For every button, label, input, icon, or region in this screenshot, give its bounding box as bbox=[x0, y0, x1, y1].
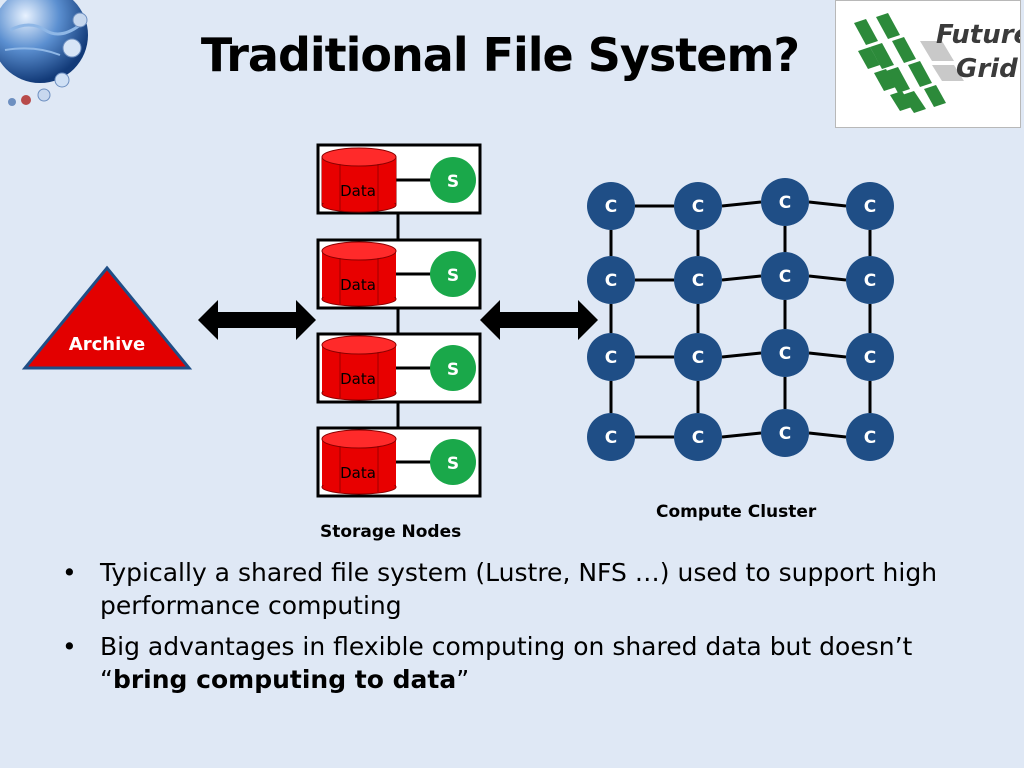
data-label: Data bbox=[340, 464, 376, 482]
compute-node bbox=[674, 182, 722, 230]
cluster-link bbox=[808, 274, 847, 282]
compute-node bbox=[761, 178, 809, 226]
server-label: S bbox=[447, 454, 459, 474]
cluster-link bbox=[721, 274, 762, 282]
cluster-link bbox=[721, 200, 762, 208]
data-cylinder-icon bbox=[321, 147, 397, 213]
compute-cluster-caption: Compute Cluster bbox=[656, 502, 817, 522]
compute-node bbox=[674, 333, 722, 381]
globe-decoration-icon bbox=[0, 0, 88, 106]
compute-node bbox=[587, 333, 635, 381]
cluster-link bbox=[721, 431, 762, 439]
compute-node-label: C bbox=[864, 428, 876, 448]
compute-node-label: C bbox=[605, 271, 617, 291]
data-cylinder-icon bbox=[321, 335, 397, 401]
cluster-link bbox=[808, 200, 847, 208]
cluster-link bbox=[721, 351, 762, 359]
compute-node-label: C bbox=[779, 344, 791, 364]
bullet-dot-icon: • bbox=[62, 632, 77, 661]
compute-node-label: C bbox=[692, 271, 704, 291]
compute-node bbox=[846, 333, 894, 381]
compute-node bbox=[587, 182, 635, 230]
compute-node-label: C bbox=[864, 271, 876, 291]
storage-compute-arrow-icon bbox=[480, 300, 598, 340]
server-label: S bbox=[447, 266, 459, 286]
grid-logo-icon: Future Grid bbox=[854, 13, 1024, 113]
storage-nodes: Data S Data S bbox=[316, 143, 482, 498]
compute-node-label: C bbox=[864, 348, 876, 368]
page-title: Traditional File System? bbox=[200, 28, 800, 82]
bullet-item: • Typically a shared file system (Lustre… bbox=[60, 556, 960, 622]
logo-text-grid: Grid bbox=[956, 54, 1018, 84]
bullet-text-pre: Big advantages in flexible computing on … bbox=[100, 632, 913, 694]
archive-node: Archive bbox=[21, 265, 193, 370]
bullet-text-bold: bring computing to data bbox=[112, 665, 457, 694]
compute-node bbox=[846, 413, 894, 461]
compute-node bbox=[846, 256, 894, 304]
storage-nodes-caption: Storage Nodes bbox=[320, 522, 462, 542]
compute-node bbox=[846, 182, 894, 230]
bullet-text-post: ” bbox=[456, 665, 470, 694]
compute-node bbox=[761, 329, 809, 377]
compute-node-label: C bbox=[779, 424, 791, 444]
compute-node-label: C bbox=[692, 197, 704, 217]
storage-node: Data S bbox=[316, 143, 482, 215]
futuregrid-logo: Future Grid bbox=[835, 0, 1024, 128]
compute-node-label: C bbox=[605, 348, 617, 368]
compute-node bbox=[674, 413, 722, 461]
bullet-dot-icon: • bbox=[62, 558, 77, 587]
data-cylinder-icon bbox=[321, 241, 397, 307]
data-label: Data bbox=[340, 182, 376, 200]
server-label: S bbox=[447, 360, 459, 380]
compute-node bbox=[761, 252, 809, 300]
bullet-text: Typically a shared file system (Lustre, … bbox=[100, 558, 938, 620]
compute-node bbox=[761, 409, 809, 457]
data-label: Data bbox=[340, 370, 376, 388]
bullet-list: • Typically a shared file system (Lustre… bbox=[60, 556, 960, 704]
compute-node-label: C bbox=[692, 428, 704, 448]
compute-node-label: C bbox=[692, 348, 704, 368]
data-cylinder-icon bbox=[321, 429, 397, 495]
compute-cluster: C C C C C C C C C C C C C C C C bbox=[587, 178, 894, 461]
compute-node-label: C bbox=[779, 267, 791, 287]
cluster-link bbox=[808, 431, 847, 439]
server-label: S bbox=[447, 172, 459, 192]
architecture-diagram: Archive bbox=[21, 143, 894, 498]
data-label: Data bbox=[340, 276, 376, 294]
compute-node-label: C bbox=[864, 197, 876, 217]
compute-node bbox=[587, 256, 635, 304]
compute-node-label: C bbox=[779, 193, 791, 213]
archive-label: Archive bbox=[69, 334, 145, 355]
storage-node: Data S bbox=[316, 238, 482, 310]
compute-node-label: C bbox=[605, 428, 617, 448]
compute-node bbox=[674, 256, 722, 304]
logo-text-future: Future bbox=[936, 20, 1020, 50]
compute-node-label: C bbox=[605, 197, 617, 217]
storage-node: Data S bbox=[316, 426, 482, 498]
storage-node: Data S bbox=[316, 332, 482, 404]
cluster-link bbox=[808, 351, 847, 359]
compute-node bbox=[587, 413, 635, 461]
bullet-item: • Big advantages in flexible computing o… bbox=[60, 630, 960, 696]
archive-storage-arrow-icon bbox=[198, 300, 316, 340]
